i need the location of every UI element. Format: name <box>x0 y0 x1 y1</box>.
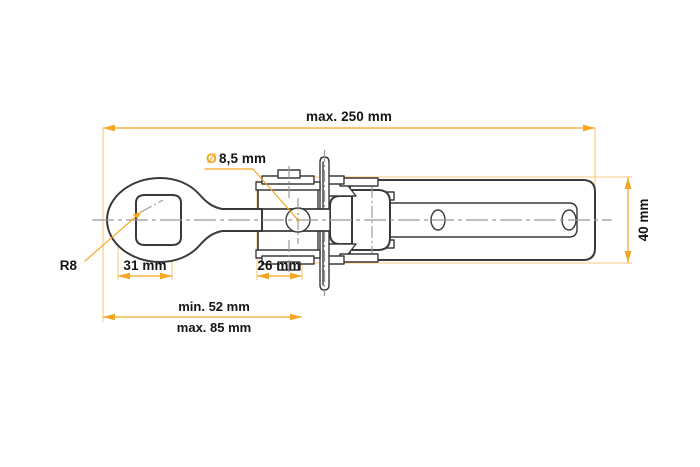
dim-label-min-52: min. 52 mm <box>178 299 250 314</box>
dimension-31mm: 31 mm <box>118 258 172 280</box>
dim-label-max-250: max. 250 mm <box>306 109 392 124</box>
dimension-max-250: max. 250 mm <box>103 109 595 132</box>
dimension-26mm: 26 mm <box>257 258 302 280</box>
dimension-diameter-8-5: Ø 8,5 mm <box>204 150 300 222</box>
dim-label-40mm: 40 mm <box>636 199 651 242</box>
dim-label-8-5mm: 8,5 mm <box>219 151 266 166</box>
dim-label-r8: R8 <box>60 258 78 273</box>
dim-label-31mm: 31 mm <box>123 258 166 273</box>
dimension-40mm: 40 mm <box>624 177 651 263</box>
dim-label-max-85: max. 85 mm <box>177 320 251 335</box>
dimension-r8: R8 <box>60 199 164 273</box>
dim-symbol-diameter: Ø <box>206 150 217 166</box>
dim-label-26mm: 26 mm <box>257 258 300 273</box>
dimension-min52-max85: min. 52 mm max. 85 mm <box>103 299 302 335</box>
